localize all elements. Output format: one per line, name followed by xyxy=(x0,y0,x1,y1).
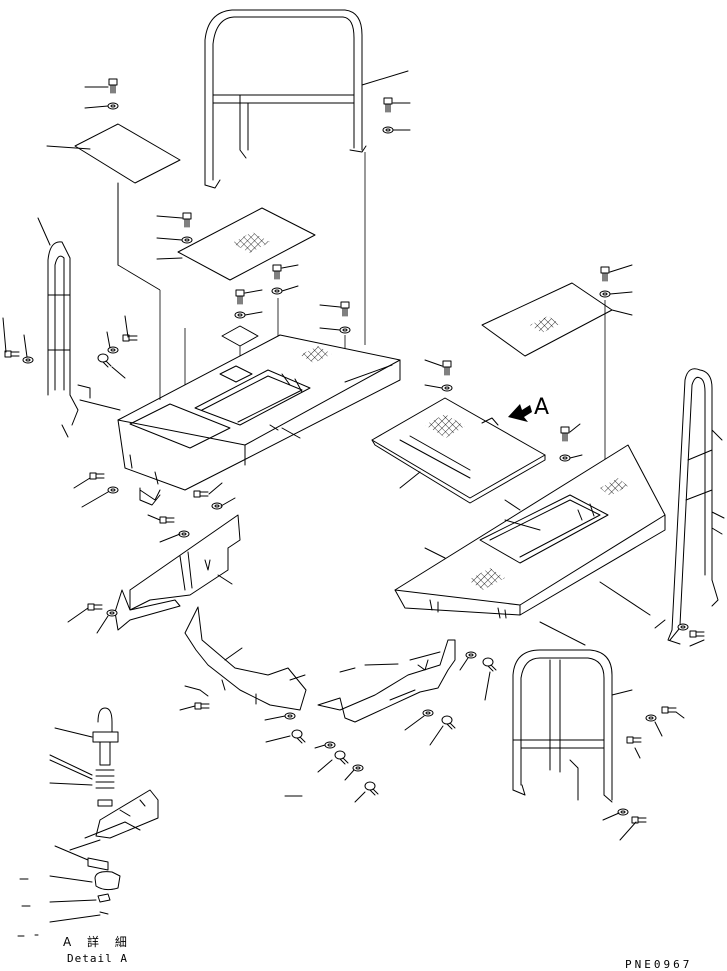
detail-a-assembly xyxy=(17,707,159,937)
view-label-a: A xyxy=(534,395,549,420)
drawing-code: PNE0967 xyxy=(625,958,692,971)
view-arrow-a: A xyxy=(508,395,549,422)
mesh-plate-center-right xyxy=(371,359,546,504)
bracket-bottom-center xyxy=(184,606,307,711)
bracket-bottom-right xyxy=(317,639,456,723)
mesh-plate-upper-center xyxy=(156,207,316,281)
handrail-bottom-right xyxy=(512,649,633,803)
mesh-plate-right xyxy=(481,264,633,470)
detail-title-en: Detail A xyxy=(67,952,128,965)
detail-title-jp: A 詳 細 xyxy=(63,934,133,949)
cover-plate-top-left xyxy=(46,123,181,266)
handrail-top-center xyxy=(204,9,409,189)
floor-frame-left xyxy=(117,264,401,506)
bracket-left-center xyxy=(114,514,241,631)
handrail-right xyxy=(667,368,725,645)
floor-frame-right xyxy=(394,444,666,646)
handrail-left xyxy=(37,217,121,438)
